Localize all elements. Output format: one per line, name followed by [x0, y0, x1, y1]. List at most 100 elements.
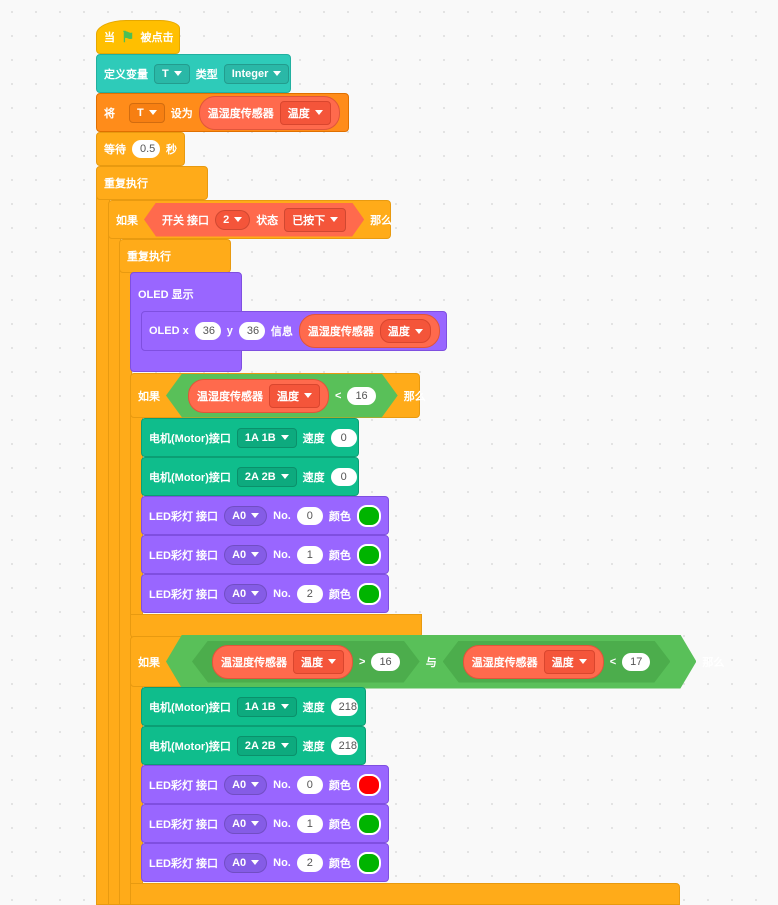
motor-port-dropdown[interactable]: 1A 1B — [236, 696, 297, 717]
motor-port-dropdown[interactable]: 1A 1B — [236, 427, 297, 448]
when-flag-clicked-block[interactable]: 当 ⚑ 被点击 — [96, 20, 180, 54]
color-swatch[interactable] — [356, 504, 381, 527]
x-input[interactable]: 36 — [194, 322, 221, 340]
info-label: 信息 — [270, 326, 293, 338]
threshold-input[interactable]: 16 — [371, 653, 399, 671]
wait-input[interactable]: 0.5 — [132, 140, 160, 158]
field-dropdown[interactable]: 温度 — [269, 384, 320, 408]
if-range-bottom — [130, 883, 680, 905]
sensor-reporter[interactable]: 温湿度传感器温度 — [188, 379, 329, 413]
field-dropdown[interactable]: 温度 — [379, 319, 431, 343]
led-index-input[interactable]: 0 — [296, 506, 323, 525]
less-than-operator[interactable]: 温湿度传感器温度 < 16 — [166, 374, 398, 418]
type-dropdown[interactable]: Integer — [223, 63, 290, 84]
color-label: 颜色 — [328, 857, 351, 870]
led-port-dropdown[interactable]: A0 — [224, 774, 268, 795]
speed-input[interactable]: 0 — [330, 467, 357, 486]
if-label: 如果 — [138, 390, 160, 403]
threshold-input[interactable]: 17 — [622, 653, 650, 671]
led-color-block[interactable]: LED彩灯 接口 A0 No. 0 颜色 — [141, 765, 389, 804]
color-swatch[interactable] — [356, 773, 381, 796]
led-port-dropdown[interactable]: A0 — [224, 583, 268, 604]
variable-dropdown[interactable]: T — [154, 63, 190, 84]
variable-dropdown[interactable]: T — [129, 102, 165, 123]
forever-block[interactable]: 重复执行 — [96, 166, 208, 200]
threshold-input[interactable]: 16 — [347, 387, 375, 405]
sensor-reporter[interactable]: 温湿度传感器温度 — [212, 645, 353, 679]
motor-speed-block[interactable]: 电机(Motor)接口 2A 2B 速度 218 — [141, 726, 366, 765]
led-color-block[interactable]: LED彩灯 接口 A0 No. 1 颜色 — [141, 804, 389, 843]
sensor-label: 温湿度传感器 — [197, 390, 263, 403]
speed-input[interactable]: 0 — [330, 428, 357, 447]
led-label: LED彩灯 接口 — [149, 818, 219, 831]
led-index-input[interactable]: 2 — [296, 584, 323, 603]
port-dropdown[interactable]: 2 — [215, 210, 250, 230]
oled-text-block[interactable]: OLED x 36 y 36 信息 温湿度传感器温度 — [141, 311, 447, 351]
motor-port-dropdown[interactable]: 2A 2B — [236, 735, 297, 756]
led-port-dropdown[interactable]: A0 — [224, 544, 268, 565]
sensor-reporter[interactable]: 温湿度传感器温度 — [298, 314, 440, 348]
led-port-dropdown[interactable]: A0 — [224, 813, 268, 834]
motor-speed-block[interactable]: 电机(Motor)接口 2A 2B 速度 0 — [141, 457, 359, 496]
switch-condition[interactable]: 开关 接口 2 状态 已按下 — [144, 203, 364, 237]
led-index-input[interactable]: 1 — [296, 814, 323, 833]
if-low-temp-block[interactable]: 如果 温湿度传感器温度 < 16 那么 — [130, 373, 426, 418]
speed-label: 速度 — [302, 740, 325, 753]
type-label: 类型 — [195, 68, 218, 81]
operator-label: < — [609, 655, 617, 668]
led-index-input[interactable]: 0 — [296, 775, 323, 794]
speed-input[interactable]: 218 — [330, 736, 358, 755]
define-variable-block[interactable]: 定义变量 T 类型 Integer — [96, 54, 291, 93]
color-swatch[interactable] — [356, 582, 381, 605]
color-swatch[interactable] — [356, 543, 381, 566]
state-label: 状态 — [256, 214, 279, 227]
greater-than-operator[interactable]: 温湿度传感器温度 > 16 — [192, 641, 420, 683]
color-swatch[interactable] — [356, 812, 381, 835]
forever-inner-block[interactable]: 重复执行 — [119, 239, 231, 273]
if-label: 如果 — [138, 656, 160, 669]
color-label: 颜色 — [328, 779, 351, 792]
less-than-operator[interactable]: 温湿度传感器温度 < 17 — [443, 641, 671, 683]
speed-input[interactable]: 218 — [330, 697, 358, 716]
if-range-block[interactable]: 如果 温湿度传感器温度 > 16 与 温湿度传感器温度 < 17 那么 — [130, 636, 724, 687]
y-input[interactable]: 36 — [238, 322, 265, 340]
speed-label: 速度 — [302, 471, 325, 484]
motor-speed-block[interactable]: 电机(Motor)接口 1A 1B 速度 218 — [141, 687, 366, 726]
state-dropdown[interactable]: 已按下 — [284, 208, 346, 232]
color-label: 颜色 — [328, 549, 351, 562]
then-label: 那么 — [702, 656, 725, 669]
if-switch-block[interactable]: 如果 开关 接口 2 状态 已按下 那么 — [108, 200, 392, 239]
number-label: No. — [273, 509, 291, 522]
field-dropdown[interactable]: 温度 — [279, 100, 331, 125]
speed-label: 速度 — [302, 432, 325, 445]
motor-speed-block[interactable]: 电机(Motor)接口 1A 1B 速度 0 — [141, 418, 359, 457]
and-operator[interactable]: 温湿度传感器温度 > 16 与 温湿度传感器温度 < 17 — [166, 635, 696, 689]
motor-label: 电机(Motor)接口 — [149, 701, 231, 714]
sensor-reporter[interactable]: 温湿度传感器温度 — [198, 95, 340, 130]
color-swatch[interactable] — [356, 851, 381, 874]
led-index-input[interactable]: 1 — [296, 545, 323, 564]
led-index-input[interactable]: 2 — [296, 853, 323, 872]
clicked-label: 被点击 — [140, 32, 174, 44]
led-color-block[interactable]: LED彩灯 接口 A0 No. 2 颜色 — [141, 843, 389, 882]
green-flag-icon: ⚑ — [121, 29, 135, 46]
led-color-block[interactable]: LED彩灯 接口 A0 No. 2 颜色 — [141, 574, 389, 613]
wait-block[interactable]: 等待 0.5 秒 — [96, 132, 185, 166]
led-label: LED彩灯 接口 — [149, 779, 219, 792]
led-label: LED彩灯 接口 — [149, 857, 219, 870]
led-port-dropdown[interactable]: A0 — [224, 505, 268, 526]
to-label: 设为 — [170, 107, 193, 120]
field-dropdown[interactable]: 温度 — [544, 650, 595, 674]
field-dropdown[interactable]: 温度 — [293, 650, 344, 674]
sensor-label: 温湿度传感器 — [221, 656, 287, 669]
operator-label: < — [335, 389, 342, 402]
set-variable-block[interactable]: 将 T 设为 温湿度传感器温度 — [96, 93, 349, 132]
led-port-dropdown[interactable]: A0 — [224, 852, 268, 873]
led-color-block[interactable]: LED彩灯 接口 A0 No. 1 颜色 — [141, 535, 389, 574]
led-color-block[interactable]: LED彩灯 接口 A0 No. 0 颜色 — [141, 496, 389, 535]
motor-port-dropdown[interactable]: 2A 2B — [236, 466, 297, 487]
number-label: No. — [273, 778, 291, 791]
switch-label: 开关 接口 — [162, 214, 210, 227]
sensor-reporter[interactable]: 温湿度传感器温度 — [463, 645, 604, 679]
motor-label: 电机(Motor)接口 — [149, 471, 231, 484]
